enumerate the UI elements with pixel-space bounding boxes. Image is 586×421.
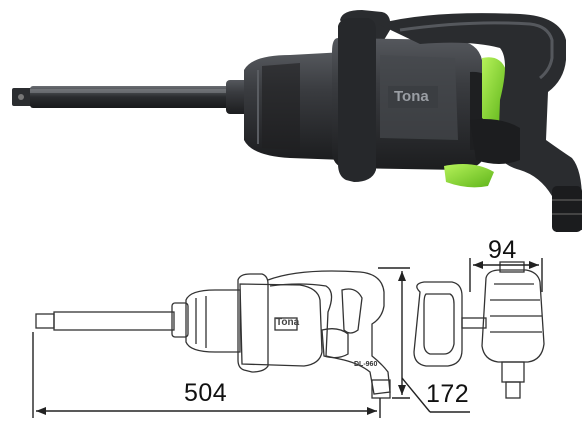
front-view-drawing [413, 261, 545, 399]
dimension-lines [32, 258, 543, 418]
air-inlet [552, 186, 582, 232]
shaft-collar [226, 80, 248, 114]
model-label-drawing: DL-960 [354, 361, 378, 368]
length-dimension-label: 504 [184, 379, 228, 407]
d-handle [378, 13, 582, 232]
height-dimension-label: 172 [426, 380, 470, 408]
brand-label-drawing: Tona [276, 317, 300, 328]
brand-label-photo: Tona [394, 88, 429, 105]
trigger-grip [470, 119, 520, 164]
green-trim-bottom [444, 164, 494, 188]
width-dimension-label: 94 [488, 236, 517, 264]
side-view-drawing [35, 270, 391, 399]
